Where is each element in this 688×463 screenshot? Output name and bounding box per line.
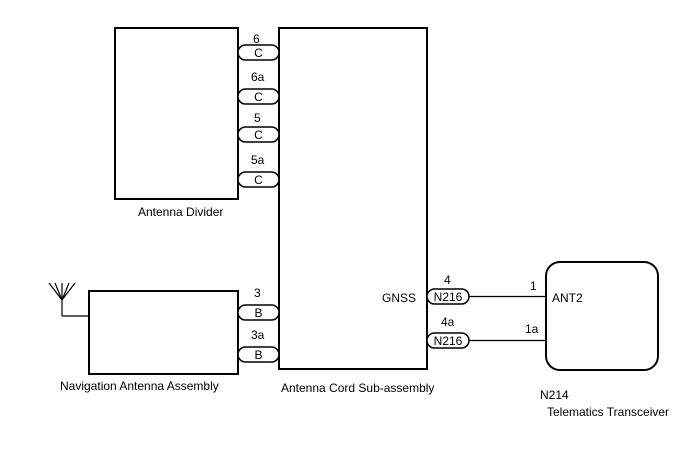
far-pin-label: 1a: [525, 322, 539, 336]
telematics-label: Telematics Transceiver: [547, 405, 669, 419]
antenna-icon: [48, 282, 89, 317]
antenna-cord-box: [278, 27, 428, 370]
connector-label: N216: [434, 290, 463, 304]
connector-label: N216: [434, 334, 463, 348]
connector-label: C: [254, 173, 263, 187]
connector-label: C: [254, 46, 263, 60]
pin-label: 6a: [251, 70, 265, 84]
antenna-divider-label: Antenna Divider: [138, 205, 223, 219]
antenna-divider-box: [114, 27, 239, 200]
pin-label: 4: [444, 273, 451, 287]
pin-label: 5: [254, 111, 261, 125]
pin-label: 6: [253, 32, 260, 46]
connector-pill: [237, 44, 280, 61]
ant2-port-label: ANT2: [552, 291, 583, 305]
telematics-id: N214: [540, 388, 569, 402]
connector-pill: [237, 304, 280, 321]
connector-n216-4: 4 N216 1: [426, 273, 546, 305]
gnss-port-label: GNSS: [382, 291, 416, 305]
connector-pill: [237, 171, 280, 188]
connector-c-5: 5 C: [237, 111, 280, 143]
connector-c-6: 6 C: [237, 32, 280, 61]
pin-label: 3a: [251, 328, 265, 342]
antenna-cord-label: Antenna Cord Sub-assembly: [281, 381, 434, 395]
connector-label: C: [254, 128, 263, 142]
nav-antenna-box: [88, 290, 239, 375]
connector-c-5a: 5a C: [237, 153, 280, 188]
nav-antenna-label: Navigation Antenna Assembly: [60, 379, 219, 393]
connector-label: B: [254, 348, 262, 362]
connector-pill: [237, 126, 280, 143]
connector-b-3a: 3a B: [237, 328, 280, 363]
far-pin-label: 1: [530, 279, 537, 293]
connector-c-6a: 6a C: [237, 70, 280, 105]
connector-n216-4a: 4a N216 1a: [426, 315, 546, 349]
connector-label: C: [254, 90, 263, 104]
pin-label: 3: [254, 286, 261, 300]
connector-pill: [237, 88, 280, 105]
telematics-box: [545, 261, 659, 371]
pin-label: 5a: [251, 153, 265, 167]
pin-label: 4a: [441, 315, 455, 329]
connector-label: B: [254, 306, 262, 320]
connector-b-3: 3 B: [237, 286, 280, 321]
connector-pill: [237, 346, 280, 363]
